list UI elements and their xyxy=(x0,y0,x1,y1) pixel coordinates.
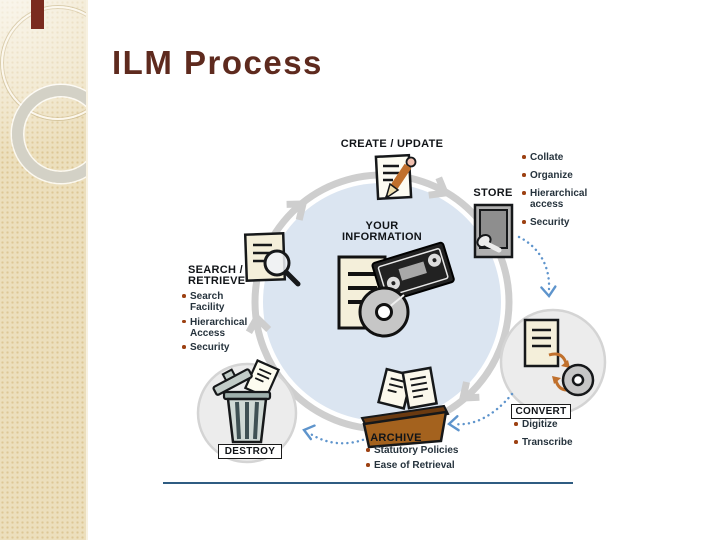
store-label: STORE xyxy=(473,187,513,199)
decorative-circle-thick xyxy=(12,85,86,183)
center-label: YOUR INFORMATION xyxy=(330,220,434,243)
document-cassette-cd-icon xyxy=(337,241,455,338)
bullet-text: Security xyxy=(190,342,230,353)
archive-label: ARCHIVE xyxy=(370,432,422,444)
bullet-marker-icon xyxy=(514,440,518,444)
bullet-marker-icon xyxy=(366,463,370,467)
bullet-marker-icon xyxy=(514,422,518,426)
bullet-text: Ease of Retrieval xyxy=(374,460,455,471)
dotted-flow-arrows xyxy=(302,235,557,445)
folder-documents-icon xyxy=(360,366,450,449)
bullet-text: Search Facility xyxy=(190,291,225,313)
cycle-arrowheads xyxy=(245,176,480,402)
accent-rectangle xyxy=(31,0,44,29)
bullet-item: Collate xyxy=(521,152,587,163)
bullet-item: Transcribe xyxy=(513,437,593,448)
bullet-marker-icon xyxy=(522,173,526,177)
bullet-text: Hierarchical access xyxy=(530,188,588,210)
trash-can-icon xyxy=(212,359,281,444)
destroy-label-box: DESTROY xyxy=(218,444,282,459)
bullet-marker-icon xyxy=(182,319,186,323)
bullet-item: Digitize xyxy=(513,419,593,430)
bullet-item: Organize xyxy=(521,170,587,181)
document-to-disc-icon xyxy=(523,318,595,397)
bullet-item: Search Facility xyxy=(181,291,245,313)
bullet-text: Hierarchical Access xyxy=(190,316,248,339)
bullet-text: Statutory Policies xyxy=(374,445,459,456)
bullet-item: Security xyxy=(521,217,587,228)
bullet-text: Digitize xyxy=(522,419,558,430)
search-label-line1: SEARCH / xyxy=(188,264,243,276)
create-update-label: CREATE / UPDATE xyxy=(340,138,444,150)
bullet-marker-icon xyxy=(182,345,186,349)
bullet-marker-icon xyxy=(522,220,526,224)
search-retrieve-label: SEARCH / RETRIEVE xyxy=(188,264,246,287)
bullet-item: Hierarchical access xyxy=(521,188,587,210)
document-pencil-icon xyxy=(374,153,417,201)
bullet-item: Security xyxy=(181,342,245,353)
sidebar-decoration xyxy=(0,0,88,540)
center-label-line2: INFORMATION xyxy=(341,230,423,243)
bottom-divider-line xyxy=(163,482,573,484)
bullet-text: Organize xyxy=(530,170,573,181)
convert-label-box: CONVERT xyxy=(511,404,571,419)
search-label-line2: RETRIEVE xyxy=(188,274,246,287)
bullet-marker-icon xyxy=(182,294,186,298)
bullet-item: Ease of Retrieval xyxy=(365,460,480,471)
bullet-text: Transcribe xyxy=(522,437,573,448)
bullet-marker-icon xyxy=(366,448,370,452)
bullet-text: Security xyxy=(530,217,570,228)
bullet-marker-icon xyxy=(522,155,526,159)
bullet-marker-icon xyxy=(522,191,526,195)
bullet-text: Collate xyxy=(530,152,564,163)
bullet-item: Statutory Policies xyxy=(365,445,480,456)
center-label-line1: YOUR xyxy=(365,220,399,232)
slide-title: ILM Process xyxy=(112,44,323,81)
safe-icon xyxy=(473,203,514,259)
document-magnifier-icon xyxy=(243,232,301,287)
bullet-item: Hierarchical Access xyxy=(181,316,248,339)
